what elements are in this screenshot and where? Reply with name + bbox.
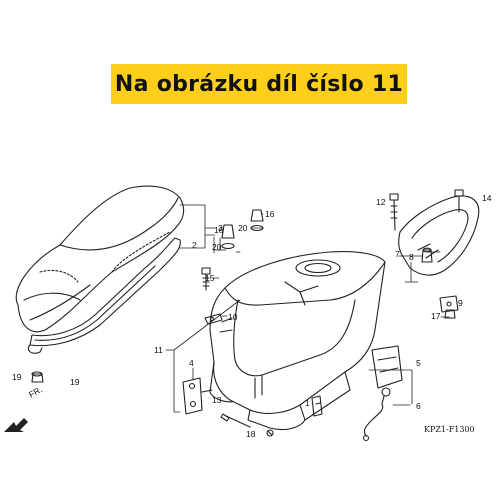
callout-8: 8 — [409, 252, 414, 262]
bolt-12-drawing — [389, 193, 399, 231]
callout-18: 18 — [246, 429, 256, 439]
clip-10-drawing — [204, 313, 223, 325]
callout-17: 17 — [431, 311, 441, 321]
bracket-9-drawing — [439, 295, 459, 313]
bolt-14-drawing — [454, 189, 464, 213]
fastener-16-20-right — [250, 209, 264, 232]
callout-15: 15 — [205, 273, 215, 283]
diagram-code: KPZ1-F1300 — [424, 425, 475, 434]
title-banner: Na obrázku díl číslo 11 — [111, 64, 407, 104]
bolt-13-drawing — [220, 413, 251, 428]
fastener-16-20-left — [221, 224, 235, 250]
callout-6: 6 — [416, 401, 421, 411]
nut-17-drawing — [444, 309, 456, 319]
callout-19-left: 19 — [12, 372, 22, 382]
callout-7: 7 — [395, 249, 400, 259]
callout-10: 10 — [228, 312, 238, 322]
callout-labels: FR. 1 2 3 4 5 6 7 8 9 10 11 12 13 14 15 … — [12, 193, 492, 439]
callout-4: 4 — [189, 358, 194, 368]
seat-drawing — [15, 185, 185, 333]
bolt-15-drawing — [201, 267, 211, 291]
cable-6-drawing — [362, 403, 384, 442]
callout-9: 9 — [458, 298, 463, 308]
leader-lines — [165, 204, 450, 413]
lock-5-drawing — [371, 345, 403, 405]
callout-16-right: 16 — [265, 209, 275, 219]
callout-16-left: 16 — [214, 225, 224, 235]
title-text: Na obrázku díl číslo 11 — [114, 71, 404, 97]
callout-11: 11 — [154, 345, 163, 355]
screw-18-drawing — [266, 429, 274, 437]
callout-12: 12 — [376, 197, 386, 207]
callout-20-right: 20 — [238, 223, 248, 233]
fastener-1-drawing — [311, 395, 323, 417]
luggage-box-drawing — [209, 251, 386, 431]
callout-5: 5 — [416, 358, 421, 368]
callout-20-left: 20 — [212, 242, 222, 252]
direction-label: FR. — [27, 384, 44, 400]
forward-direction-arrow-icon — [4, 418, 28, 432]
callout-14: 14 — [482, 193, 492, 203]
bracket-drawing — [182, 377, 213, 415]
callout-19-right: 19 — [70, 377, 80, 387]
callout-2: 2 — [192, 240, 197, 250]
callout-1: 1 — [305, 398, 310, 408]
callout-3: 3 — [218, 223, 223, 233]
seat-seal-drawing — [27, 237, 181, 354]
grommet-19-drawing — [31, 371, 44, 383]
callout-13: 13 — [212, 395, 222, 405]
rear-carrier-drawing — [398, 195, 480, 276]
